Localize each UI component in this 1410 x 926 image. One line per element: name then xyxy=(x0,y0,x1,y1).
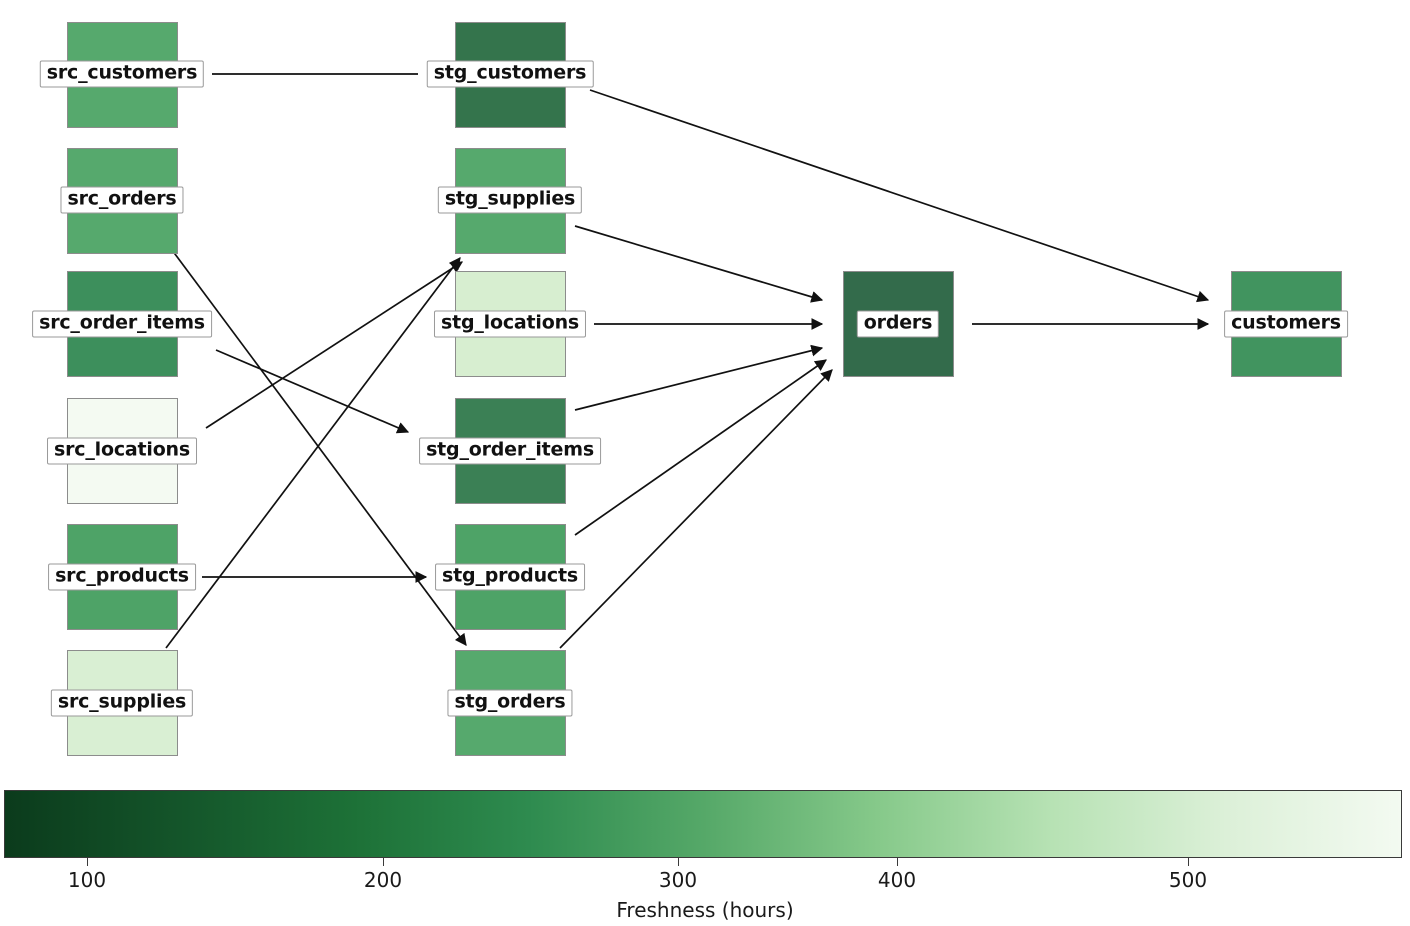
edge-src_order_items-to-stg_order_items xyxy=(215,349,410,434)
edge-layer xyxy=(165,73,1210,649)
node-label-src_order_items: src_order_items xyxy=(32,310,212,338)
colorbar-tick-200 xyxy=(383,858,384,866)
edge-src_locations-to-stg_locations xyxy=(205,261,463,429)
colorbar-tick-500 xyxy=(1188,858,1189,866)
edge-stg_products-to-orders xyxy=(574,359,827,536)
node-label-src_supplies: src_supplies xyxy=(50,689,194,717)
node-label-stg_orders: stg_orders xyxy=(447,689,573,717)
node-label-stg_products: stg_products xyxy=(435,563,585,591)
edge-stg_supplies-to-orders xyxy=(574,225,824,303)
node-label-stg_customers: stg_customers xyxy=(426,60,594,88)
edge-group xyxy=(165,73,1210,649)
edge-stg_order_items-to-orders xyxy=(574,344,824,411)
node-label-stg_supplies: stg_supplies xyxy=(437,186,583,214)
node-label-src_locations: src_locations xyxy=(47,437,197,465)
colorbar-ticklabel-500: 500 xyxy=(1168,868,1208,892)
node-label-src_orders: src_orders xyxy=(60,186,184,214)
colorbar-gradient xyxy=(4,790,1402,858)
node-label-src_products: src_products xyxy=(48,563,196,591)
edge-stg_customers-to-customers xyxy=(589,89,1210,303)
colorbar-tick-300 xyxy=(678,858,679,866)
node-label-src_customers: src_customers xyxy=(39,60,205,88)
colorbar-tick-100 xyxy=(87,858,88,866)
node-label-stg_order_items: stg_order_items xyxy=(419,437,601,465)
node-label-orders: orders xyxy=(856,310,940,338)
colorbar-ticklabel-100: 100 xyxy=(67,868,107,892)
colorbar: 100 200 300 400 500 Freshness (hours) xyxy=(0,780,1410,926)
colorbar-tick-400 xyxy=(897,858,898,866)
colorbar-ticklabel-200: 200 xyxy=(363,868,403,892)
node-label-customers: customers xyxy=(1224,310,1348,338)
colorbar-ticklabel-300: 300 xyxy=(658,868,698,892)
node-label-stg_locations: stg_locations xyxy=(433,310,587,338)
colorbar-ticklabel-400: 400 xyxy=(877,868,917,892)
colorbar-axis-label: Freshness (hours) xyxy=(616,898,794,922)
edge-stg_orders-to-orders xyxy=(559,369,833,649)
